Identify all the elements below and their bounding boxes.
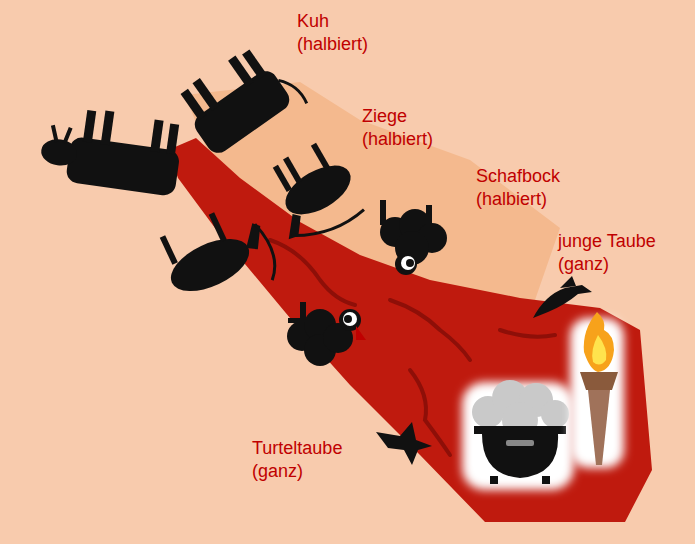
cow-leg — [193, 78, 220, 111]
cow-body — [65, 136, 180, 197]
pot-foot — [490, 476, 498, 484]
goat-leg — [283, 156, 302, 183]
ram-horn — [401, 256, 415, 270]
cow-half — [173, 36, 308, 164]
cow-head — [40, 137, 79, 168]
pot-foot — [542, 476, 550, 484]
goat-leg — [209, 212, 227, 242]
ram-half — [380, 200, 447, 275]
path-waves — [270, 240, 555, 455]
ram-head — [395, 253, 417, 275]
torch-flame — [584, 312, 614, 372]
cow-leg — [150, 119, 163, 152]
cow-leg — [242, 49, 267, 79]
cow-tail — [278, 74, 307, 109]
goat-body — [163, 228, 257, 302]
torch-glow — [570, 318, 624, 468]
torch-flame-core — [592, 335, 606, 365]
young-dove — [533, 276, 592, 318]
goat-leg — [311, 143, 330, 170]
cow-leg — [101, 110, 115, 145]
cooking-pot — [474, 426, 566, 478]
pot-band — [506, 440, 534, 446]
goat-half — [253, 134, 371, 252]
goat-horn — [248, 222, 284, 280]
animal-label: Schafbock (halbiert) — [476, 165, 576, 211]
torch-cup — [580, 372, 618, 390]
turtledove — [376, 422, 432, 465]
wave-line — [390, 300, 470, 360]
ram-horn — [406, 259, 414, 267]
animal-label: junge Taube (ganz) — [558, 230, 678, 276]
ram-leg — [300, 302, 306, 322]
torch-handle — [588, 390, 610, 465]
ram-mouth — [356, 326, 366, 340]
ram-horn — [344, 315, 352, 323]
goat-horn — [291, 198, 365, 250]
smoke-puff — [541, 400, 569, 428]
cow-half — [37, 102, 184, 196]
ram-leg — [380, 200, 386, 225]
animal-label: Kuh (halbiert) — [297, 10, 397, 56]
cow-horns — [51, 125, 71, 143]
blood-path — [168, 138, 652, 522]
animal-label: Turteltaube (ganz) — [252, 437, 362, 483]
goat-half — [152, 197, 283, 319]
cow-leg — [83, 110, 96, 143]
ram-head — [339, 309, 361, 331]
wave-line — [270, 240, 355, 305]
goat-leg — [160, 235, 178, 265]
ram-horn — [343, 312, 357, 326]
cow-leg — [166, 124, 179, 155]
ram-half — [287, 302, 366, 366]
ram-leg — [426, 205, 432, 227]
ram-leg — [288, 318, 302, 323]
wave-line — [500, 330, 555, 337]
animal-label: Ziege (halbiert) — [362, 105, 462, 151]
